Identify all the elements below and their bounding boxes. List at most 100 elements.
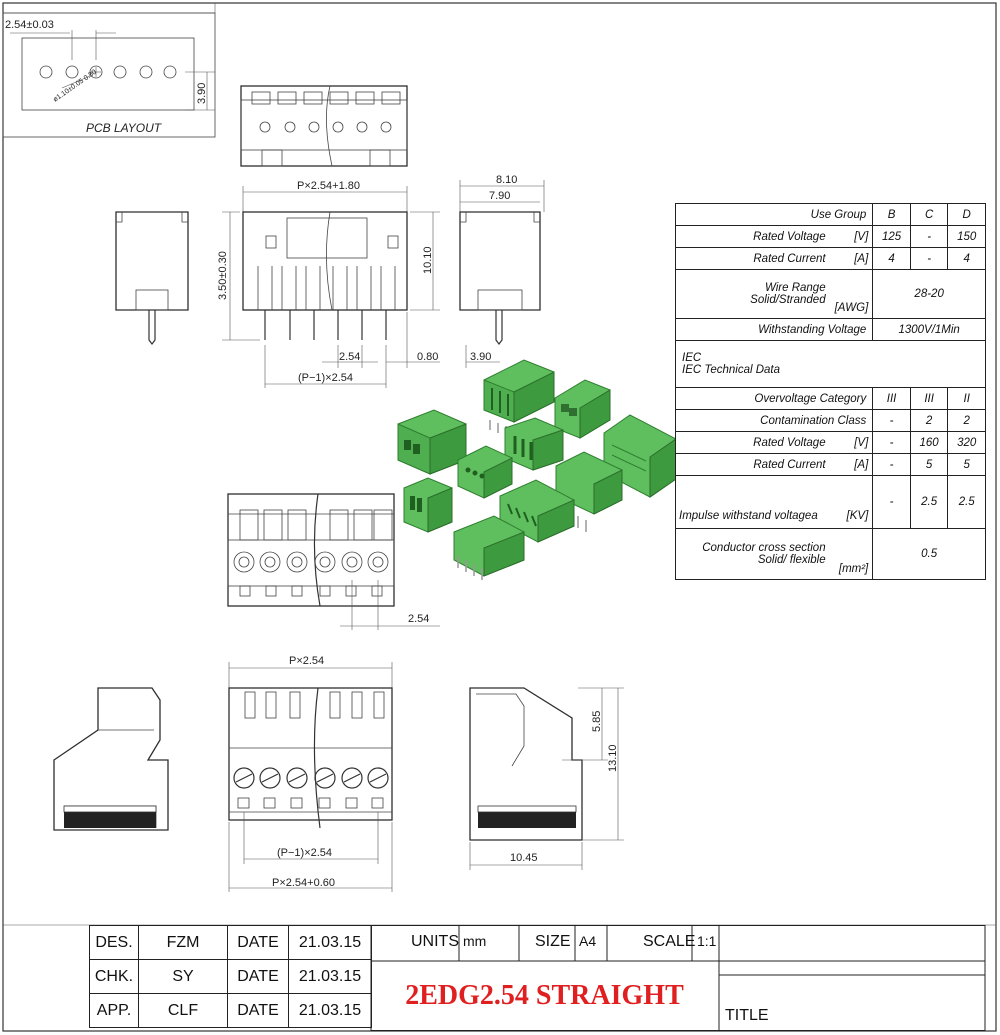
spec-value-d: 5 <box>947 453 986 476</box>
units-label: UNITS <box>411 933 459 950</box>
iec-line1: IEC <box>682 352 702 364</box>
date-label-cell: DATE <box>227 925 289 960</box>
depth1-dim: 8.10 <box>496 174 517 186</box>
pin-offset-dim: 0.80 <box>417 351 438 363</box>
spec-unit: [V] <box>831 431 874 454</box>
size-label: SIZE <box>535 933 571 950</box>
connector-photo <box>403 477 453 533</box>
title-block-lines <box>370 925 986 1031</box>
iec-line2: IEC Technical Data <box>682 364 781 376</box>
side-pin-dim: 3.90 <box>470 351 491 363</box>
pcb-layout-view: 2.54±0.03 ø1.10±0.05 0.80 3.90 PCB LAYOU… <box>2 12 216 138</box>
plug-right-side-view: 5.85 13.10 10.45 <box>469 687 624 870</box>
spec-unit: [V] <box>831 225 874 248</box>
pcb-pitch-dim: 2.54±0.03 <box>5 19 54 31</box>
plug-top-view: 2.54 <box>227 493 440 630</box>
spec-row-rated-current: Rated Current [A] 4 - 4 <box>674 247 986 270</box>
spec-value-b: III <box>872 387 911 410</box>
spec-value-c: III <box>909 387 949 410</box>
connector-photo <box>499 479 575 543</box>
spec-label-line2: Solid/ flexible <box>757 554 826 566</box>
scale-label: SCALE <box>643 933 696 950</box>
spec-row-overvoltage: Overvoltage Category III III II <box>674 387 986 410</box>
spec-value-d: 2 <box>947 409 986 432</box>
technical-spec-table: Use Group B C D Rated Voltage [V] 125 - … <box>674 203 986 580</box>
role-cell: APP. <box>89 993 139 1028</box>
spec-value-c: 5 <box>909 453 949 476</box>
plug-h2-dim: 13.10 <box>607 744 619 772</box>
spec-label-line2: Solid/Stranded <box>750 294 826 306</box>
header-left-side-view <box>115 211 189 345</box>
spec-row-iec-current: Rated Current [A] - 5 5 <box>674 453 986 476</box>
spec-unit: [AWG] <box>831 269 874 319</box>
spec-value-d: 2.5 <box>947 475 986 529</box>
plug-span-dim: (P−1)×2.54 <box>277 847 332 859</box>
spec-row-iec-header: IEC IEC Technical Data <box>675 340 986 388</box>
spec-row-rated-voltage: Rated Voltage [V] 125 - 150 <box>674 225 986 248</box>
spec-value-b: 4 <box>872 247 911 270</box>
connector-photo <box>453 515 525 580</box>
date-cell: 21.03.15 <box>288 925 372 960</box>
spec-value: 0.5 <box>872 528 986 580</box>
connector-photo <box>504 417 564 471</box>
height-left-dim: 3.50±0.30 <box>217 251 229 300</box>
spec-value-b: B <box>872 203 911 226</box>
spec-unit: [A] <box>831 453 874 476</box>
spec-value-b: - <box>872 431 911 454</box>
spec-label-line1: Wire Range <box>764 282 826 294</box>
approval-row: APP. CLF DATE 21.03.15 <box>89 993 372 1028</box>
connector-photo <box>457 445 513 499</box>
name-cell: SY <box>138 959 228 994</box>
spec-unit: [mm²] <box>831 528 874 580</box>
spec-row-use-group: Use Group B C D <box>674 203 986 226</box>
spec-label: Impulse withstand voltagea <box>674 475 832 529</box>
header-top-view <box>240 85 408 167</box>
product-photos <box>397 359 677 580</box>
height-right-dim: 10.10 <box>422 246 434 274</box>
connector-photo <box>483 359 555 436</box>
pcb-hole-dim: ø1.10±0.05 0.80 <box>52 69 98 104</box>
pcb-caption: PCB LAYOUT <box>86 121 163 135</box>
spec-label: Conductor cross section Solid/ flexible <box>674 528 832 580</box>
plug-pitch-dim: 2.54 <box>408 613 429 625</box>
spec-value-b: - <box>872 453 911 476</box>
spec-label: Withstanding Voltage <box>674 318 874 341</box>
spec-row-contamination: Contamination Class - 2 2 <box>674 409 986 432</box>
connector-photo <box>397 409 467 475</box>
plug-depth-dim: 10.45 <box>510 852 538 864</box>
spec-value-b: - <box>872 409 911 432</box>
spec-value-b: 125 <box>872 225 911 248</box>
spec-row-withstanding: Withstanding Voltage 1300V/1Min <box>674 318 986 341</box>
spec-label: Wire Range Solid/Stranded <box>674 269 832 319</box>
spec-value-c: - <box>909 225 949 248</box>
spec-label: Rated Voltage <box>674 225 832 248</box>
title-block: DES. FZM DATE 21.03.15 CHK. SY DATE 21.0… <box>89 925 986 1031</box>
spec-unit: [A] <box>831 247 874 270</box>
spec-label: Use Group <box>674 203 874 226</box>
header-front-view: P×2.54+1.80 3.50±0.30 10.10 2.54 0.80 <box>217 180 440 388</box>
date-cell: 21.03.15 <box>288 993 372 1028</box>
spec-unit: [KV] <box>831 475 874 529</box>
scale-value: 1:1 <box>697 933 717 949</box>
size-value: A4 <box>579 933 597 949</box>
spec-value-b: - <box>872 475 911 529</box>
plug-overall-dim: P×2.54+0.60 <box>272 877 335 889</box>
header-right-side-view: 8.10 7.90 3.90 <box>459 174 545 368</box>
spec-value: 1300V/1Min <box>872 318 986 341</box>
spec-value-c: 2 <box>909 409 949 432</box>
spec-value-d: 320 <box>947 431 986 454</box>
spec-value-c: - <box>909 247 949 270</box>
pitch-dim: 2.54 <box>339 351 360 363</box>
spec-label: Rated Current <box>674 247 832 270</box>
pcb-height-dim: 3.90 <box>196 83 208 104</box>
spec-label: Rated Current <box>674 453 832 476</box>
spec-label: Contamination Class <box>674 409 874 432</box>
plug-width-dim: P×2.54 <box>289 655 324 667</box>
part-title: 2EDG2.54 STRAIGHT <box>405 980 684 1011</box>
spec-row-cross-section: Conductor cross section Solid/ flexible … <box>674 528 986 580</box>
spec-label-line1: Conductor cross section <box>702 542 826 554</box>
date-cell: 21.03.15 <box>288 959 372 994</box>
spec-value-d: II <box>947 387 986 410</box>
